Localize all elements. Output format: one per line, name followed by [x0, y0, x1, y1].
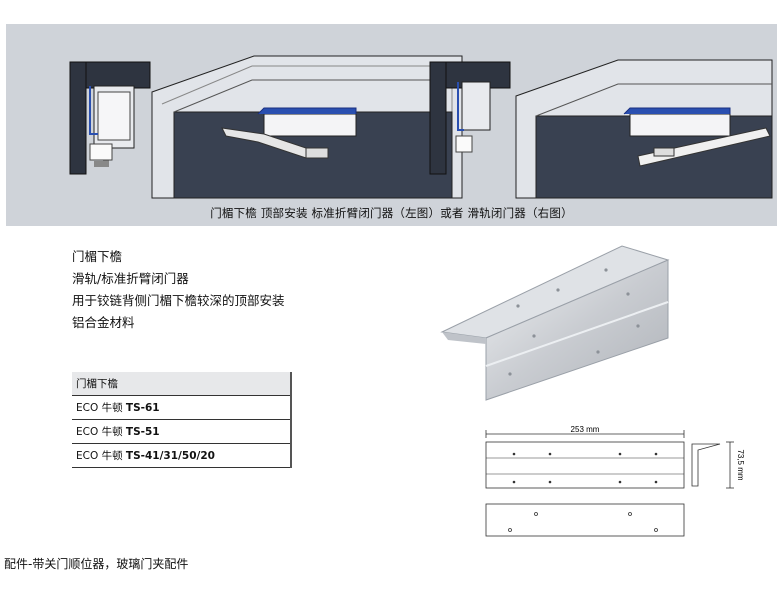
row-prefix: ECO 牛顿: [76, 426, 126, 438]
row-model: TS-61: [125, 402, 160, 414]
row-prefix: ECO 牛顿: [76, 402, 126, 414]
row-prefix: ECO 牛顿: [76, 450, 126, 462]
row-model: TS-41/31/50/20: [125, 450, 215, 462]
table-cell: ECO 牛顿 TS-51: [72, 419, 292, 444]
feature-item: 门楣下檐: [72, 249, 123, 264]
table-row: ECO 牛顿 TS-51: [72, 419, 292, 444]
illustration-slide-rail: [429, 59, 773, 199]
table-cell: ECO 牛顿 TS-61: [72, 395, 292, 420]
width-dimension-label: 253 mm: [571, 425, 600, 434]
height-dimension-label: 73,5 mm: [736, 449, 745, 480]
banner-caption: 门楣下檐 顶部安装 标准折臂闭门器（左图）或者 滑轨闭门器（右图）: [210, 206, 573, 220]
feature-item: 用于铰链背侧门楣下檐较深的顶部安装: [72, 293, 285, 308]
installation-illustrations: [69, 55, 773, 199]
dimension-drawing: 253 mm 73,5 mm: [485, 425, 745, 537]
table-header: 门楣下檐: [72, 372, 292, 396]
feature-item: 铝合金材料: [72, 315, 135, 330]
table-header-row: 门楣下檐: [72, 372, 292, 396]
table-row: ECO 牛顿 TS-61: [72, 395, 292, 420]
accessories-note: 配件-带关门顺位器，玻璃门夹配件: [4, 557, 189, 571]
installation-banner: [6, 24, 777, 226]
feature-list: 门楣下檐 滑轨/标准折臂闭门器 用于铰链背侧门楣下檐较深的顶部安装 铝合金材料: [72, 246, 285, 334]
table-row: ECO 牛顿 TS-41/31/50/20: [72, 443, 292, 468]
illustration-standard-arm: [69, 55, 463, 199]
table-cell: ECO 牛顿 TS-41/31/50/20: [72, 443, 292, 468]
spec-table: 门楣下檐 ECO 牛顿 TS-61 ECO 牛顿 TS-51 ECO 牛顿 TS…: [72, 372, 292, 468]
row-model: TS-51: [125, 426, 160, 438]
feature-item: 滑轨/标准折臂闭门器: [72, 271, 189, 286]
bracket-product-photo: [440, 245, 670, 401]
